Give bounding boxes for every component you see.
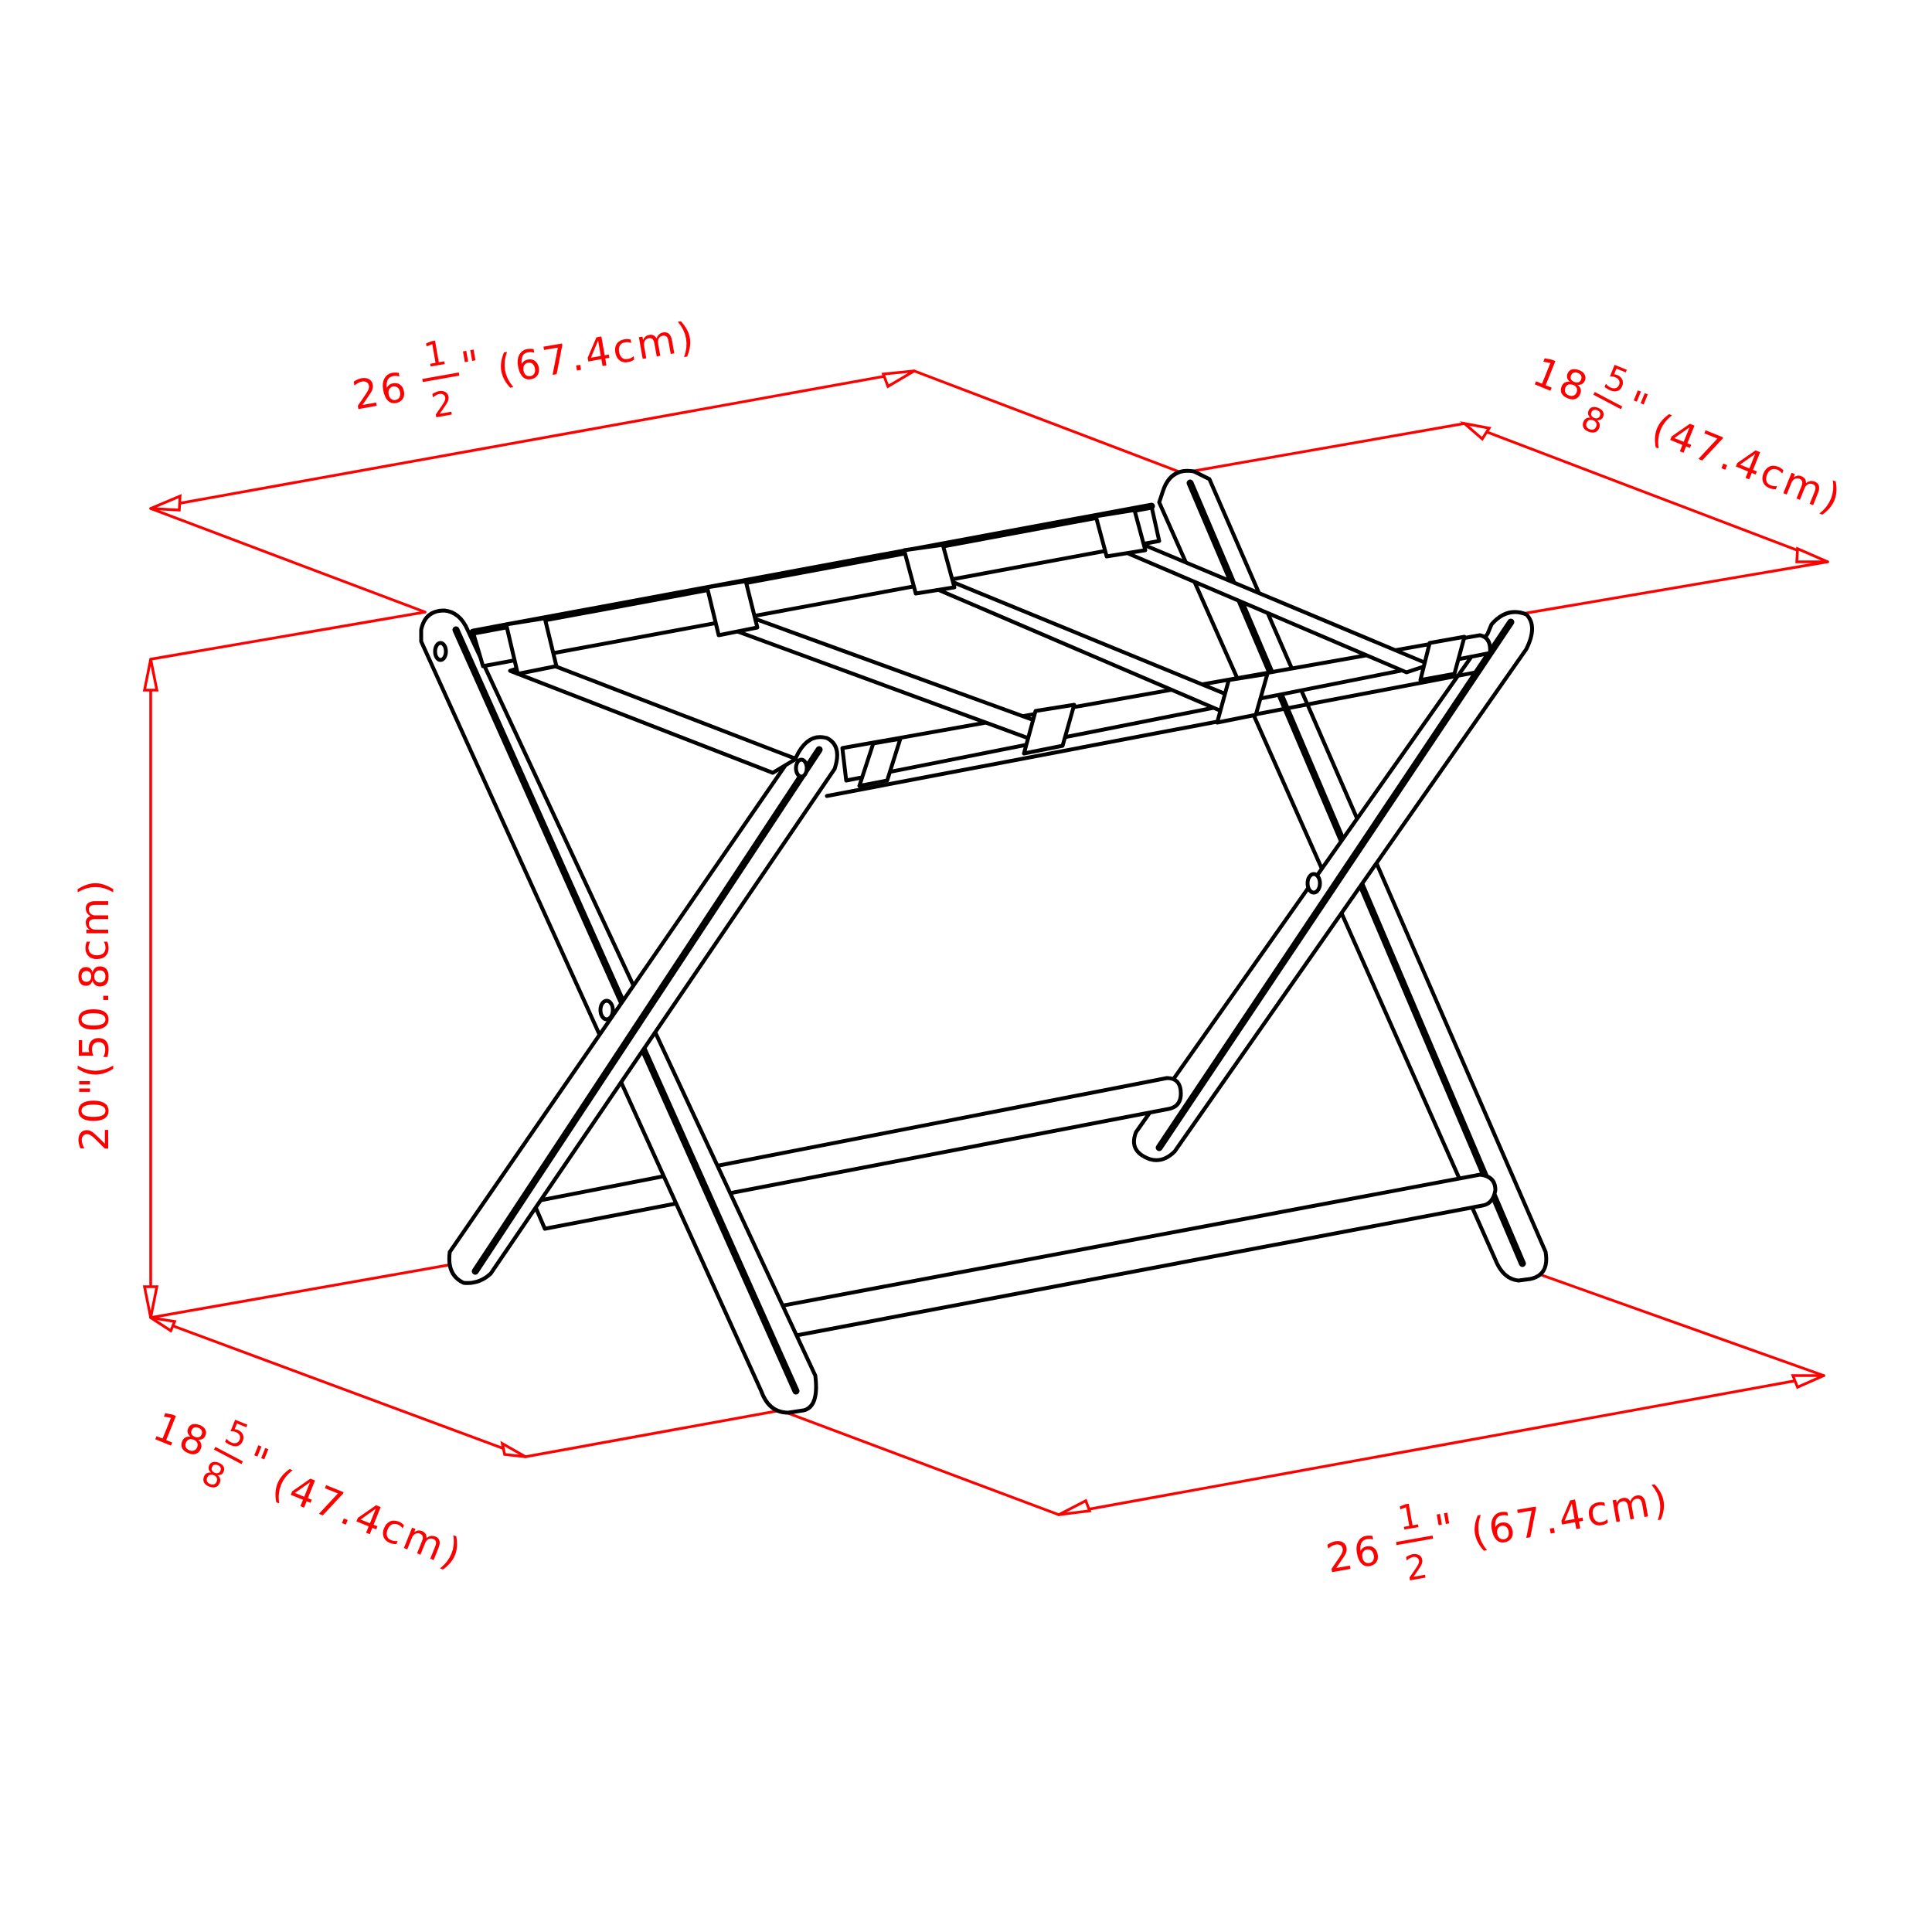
bottom-width-inch-mark: " [1432, 1505, 1461, 1554]
height-inches: 20" [72, 1075, 118, 1151]
dimension-lines [149, 369, 1829, 1516]
arrow-icon [142, 658, 159, 692]
rail-edge [825, 670, 1478, 798]
arrow-icon [1795, 546, 1828, 563]
top-width-whole: 26 [349, 364, 412, 420]
bottom-front-rail [778, 1172, 1498, 1339]
luggage-rack [419, 468, 1549, 1415]
bottom-depth-inch-mark: " [240, 1437, 277, 1488]
arrow-icon [150, 1316, 177, 1333]
leg-edge [1155, 618, 1515, 1151]
bottom-width-numerator: 1 [1395, 1496, 1423, 1539]
bottom-depth-extension-right [524, 1409, 782, 1458]
fraction-bar [422, 372, 460, 383]
arrow-icon [1459, 421, 1492, 441]
height-label: 20" (50.8cm) [72, 877, 118, 1151]
bottom-width-denominator: 2 [1402, 1546, 1430, 1589]
arrow-icon [1791, 1374, 1825, 1389]
pivot-bolt [1305, 872, 1322, 895]
bottom-width-metric: (67.4cm) [1468, 1477, 1673, 1557]
top-front-rail [840, 633, 1492, 783]
top-width-denominator: 2 [428, 383, 456, 426]
fraction-bar [1593, 392, 1623, 410]
top-width-metric: (67.4cm) [494, 314, 699, 394]
height-extension-bottom [149, 1264, 450, 1319]
arrow-icon [500, 1440, 526, 1458]
top-width-label: 26 1 2 " (67.4cm) [349, 314, 699, 427]
bottom-depth-metric: (47.4cm) [266, 1460, 469, 1578]
strap-wrap [504, 616, 559, 676]
bottom-depth-whole: 18 [147, 1403, 216, 1468]
fraction-bar [213, 1447, 243, 1464]
top-width-extension-left [149, 507, 427, 614]
top-depth-label: 18 5 8 " (47.4cm) [1526, 349, 1849, 523]
bottom-width-label: 26 1 2 " (67.4cm) [1323, 1477, 1673, 1590]
height-metric: (50.8cm) [72, 877, 118, 1078]
arrow-icon [150, 494, 182, 512]
top-width-numerator: 1 [421, 333, 449, 376]
arrow-icon [1058, 1498, 1092, 1516]
strap-wrap [1418, 634, 1467, 682]
bottom-depth-numerator: 5 [219, 1413, 254, 1458]
top-depth-whole: 18 [1526, 349, 1595, 413]
top-depth-extension-right [1517, 560, 1829, 616]
fraction-bar [1396, 1536, 1434, 1546]
arrow-icon [881, 369, 915, 389]
bottom-width-extension-right [1540, 1274, 1825, 1377]
bottom-width-extension-left [779, 1409, 1060, 1516]
strap-wrap [857, 736, 903, 788]
bottom-width-whole: 26 [1323, 1527, 1386, 1583]
arrowheads [142, 369, 1828, 1516]
strap-2 [720, 616, 1053, 740]
bottom-width-dimension-line [1057, 1374, 1825, 1516]
pivot-bolt [598, 998, 615, 1022]
strap-wrap [705, 579, 760, 638]
top-depth-inch-mark: " [1620, 383, 1656, 434]
leg-top-hole [433, 641, 448, 662]
strap-wrap [1094, 508, 1148, 559]
top-depth-metric: (47.4cm) [1645, 405, 1849, 523]
height-extension-top [149, 611, 427, 661]
leg-edge [471, 746, 823, 1275]
bottom-depth-dimension-line [149, 1316, 527, 1458]
rail-edge [469, 502, 1155, 636]
strap-wrap [902, 543, 957, 596]
top-depth-extension-left [1181, 422, 1466, 474]
arrow-icon [142, 1285, 159, 1318]
top-depth-numerator: 5 [1599, 358, 1634, 403]
top-width-dimension-line [149, 369, 916, 510]
leg-top-hole [794, 757, 809, 779]
strap-3 [921, 577, 1250, 713]
top-width-extension-right [913, 369, 1184, 474]
strap-1 [508, 658, 798, 775]
strap-wrap [1215, 672, 1270, 725]
top-width-inch-mark: " [458, 342, 487, 391]
strap-wrap [1022, 702, 1077, 756]
top-depth-dimension-line [1463, 422, 1829, 563]
bottom-depth-label: 18 5 8 " (47.4cm) [147, 1403, 469, 1578]
